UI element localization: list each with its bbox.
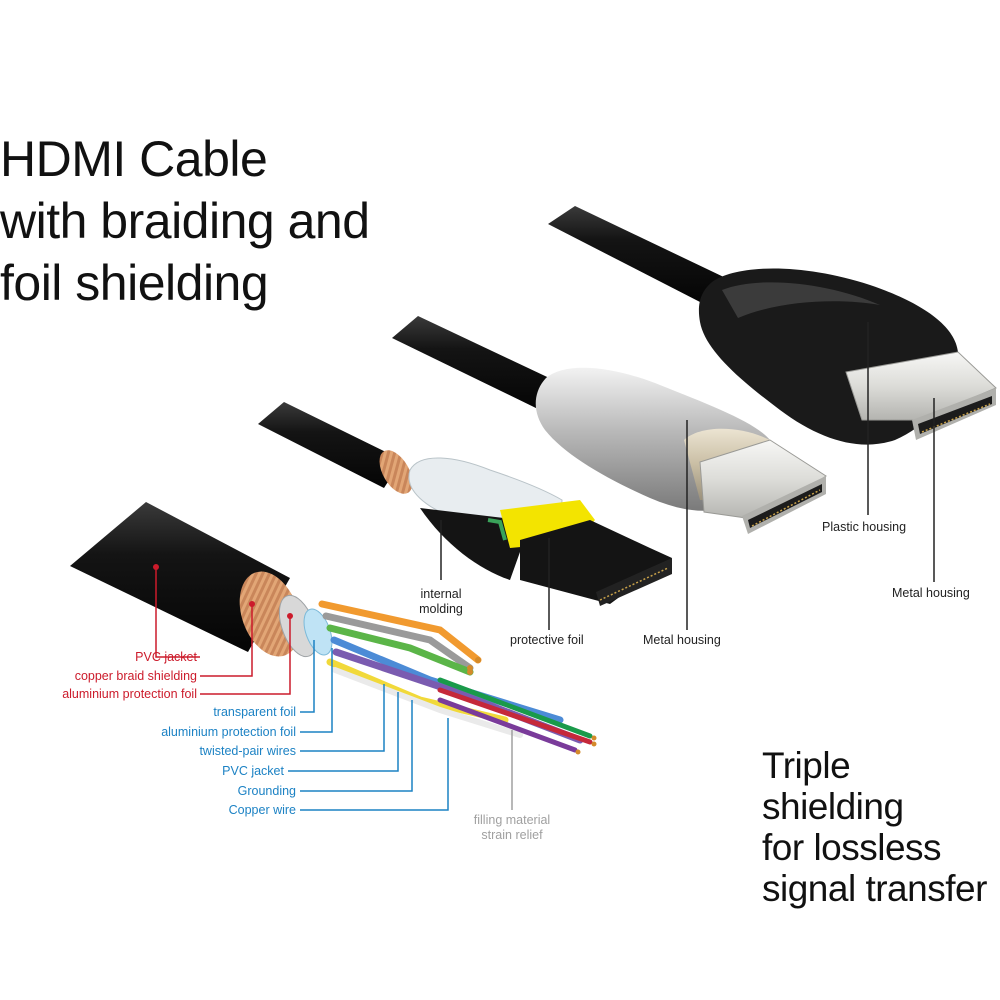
hdmi-pins-mid	[748, 484, 822, 528]
label-pvc-jacket-outer: PVC jacket	[135, 650, 197, 664]
label-transparent-foil: transparent foil	[213, 705, 296, 719]
cable-jacket-2	[258, 402, 402, 488]
cable-plastic-housing	[548, 206, 997, 445]
label-plastic-housing: Plastic housing	[822, 520, 907, 534]
cable-internal-molding	[258, 402, 672, 606]
blue-leader-lines	[288, 640, 449, 811]
page-title: HDMI Cable with braiding and foil shield…	[0, 131, 370, 311]
tagline: Triple shielding for lossless signal tra…	[762, 745, 987, 909]
label-copper-braid: copper braid shielding	[74, 669, 197, 683]
label-grounding: Grounding	[237, 784, 296, 798]
cable-jacket-3	[392, 316, 562, 410]
internal-molding-body	[420, 508, 520, 580]
twisted-pair-bundle	[318, 600, 593, 753]
red-leader-lines	[155, 567, 291, 695]
cable-metal-housing	[392, 316, 827, 534]
hdmi-pins-right	[918, 396, 992, 434]
label-pvc-jacket-inner: PVC jacket	[222, 764, 284, 778]
label-internal-molding: internal molding	[419, 587, 463, 616]
dark-leader-lines	[440, 322, 935, 630]
label-metal-housing-right: Metal housing	[892, 586, 970, 600]
label-aluminium-foil-outer: aluminium protection foil	[62, 687, 197, 701]
cable-cross-section	[70, 502, 597, 755]
label-metal-housing-mid: Metal housing	[643, 633, 721, 647]
label-aluminium-foil-inner: aluminium protection foil	[161, 725, 296, 739]
copper-wire-ends	[467, 657, 597, 755]
cable-jacket-1	[70, 502, 290, 652]
label-copper-wire: Copper wire	[228, 803, 296, 817]
label-protective-foil: protective foil	[510, 633, 584, 647]
label-filling-material: filling material strain relief	[473, 813, 551, 842]
cable-jacket-4	[548, 206, 730, 302]
braid-ring-2	[379, 450, 413, 494]
label-twisted-pair: twisted-pair wires	[199, 744, 296, 758]
